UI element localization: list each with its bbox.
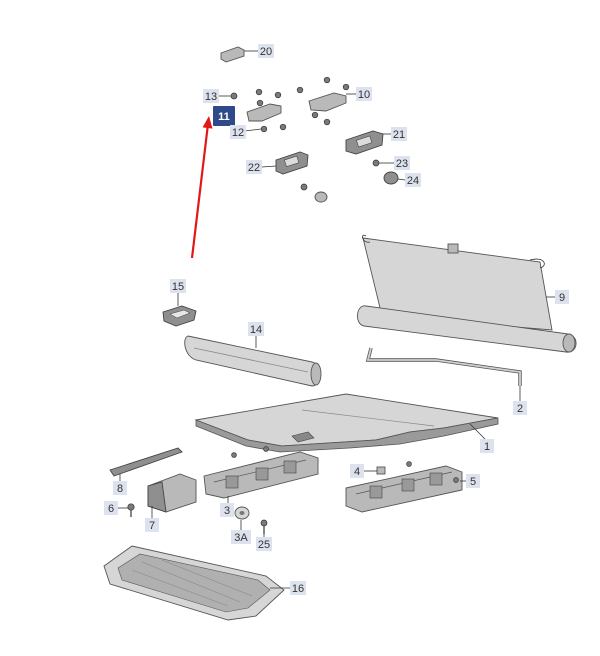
part-6-screw (118, 503, 135, 517)
label-7: 7 (145, 518, 159, 532)
part-22-latch (261, 151, 328, 203)
svg-text:11: 11 (218, 111, 230, 123)
part-3-storage-rail (203, 446, 319, 503)
part-15-handle (162, 293, 197, 327)
part-25-screw (260, 519, 268, 537)
label-5: 5 (466, 474, 480, 488)
part-9-luggage-cover (357, 234, 577, 353)
svg-text:24: 24 (407, 175, 419, 187)
svg-text:21: 21 (393, 129, 405, 141)
part-1-floor-panel (194, 393, 499, 453)
part-20-clip (220, 46, 258, 63)
part-11-bracket-left (246, 88, 287, 133)
label-22: 22 (246, 160, 262, 174)
label-11-highlighted[interactable]: 11 (213, 106, 235, 126)
label-3: 3 (220, 503, 234, 517)
part-3a-grommet (234, 506, 250, 530)
part-4-clip (364, 466, 386, 475)
label-1: 1 (480, 439, 494, 453)
svg-text:12: 12 (232, 127, 244, 139)
label-21: 21 (391, 127, 407, 141)
part-12-screw (244, 128, 262, 132)
svg-text:20: 20 (260, 46, 272, 58)
svg-text:5: 5 (470, 476, 476, 488)
svg-text:7: 7 (149, 520, 155, 532)
label-10: 10 (356, 87, 372, 101)
part-24-cap (383, 171, 406, 185)
svg-text:3A: 3A (234, 532, 248, 544)
part-23-screw (372, 159, 394, 167)
label-14: 14 (248, 322, 264, 336)
part-21-latch (345, 130, 391, 155)
svg-text:14: 14 (250, 324, 262, 336)
label-8: 8 (113, 481, 127, 495)
pointer-arrow (190, 116, 213, 259)
svg-text:13: 13 (205, 91, 217, 103)
label-6: 6 (104, 501, 118, 515)
part-13-screw (218, 92, 238, 100)
svg-text:6: 6 (108, 503, 114, 515)
label-15: 15 (170, 279, 186, 293)
svg-text:9: 9 (559, 292, 565, 304)
svg-text:8: 8 (117, 483, 123, 495)
svg-text:10: 10 (358, 89, 370, 101)
part-8-strip (109, 447, 183, 481)
label-13: 13 (203, 89, 219, 103)
svg-text:1: 1 (484, 441, 490, 453)
label-25: 25 (256, 537, 272, 551)
label-16: 16 (290, 581, 306, 595)
svg-text:3: 3 (224, 505, 230, 517)
label-20: 20 (258, 44, 274, 58)
label-3a: 3A (231, 530, 251, 544)
part-5-rail (345, 461, 466, 513)
part-14-rail (184, 335, 322, 387)
label-24: 24 (405, 173, 421, 187)
label-23: 23 (394, 156, 410, 170)
label-2: 2 (513, 401, 527, 415)
label-12: 12 (230, 125, 246, 139)
part-2-rod (365, 347, 522, 401)
svg-text:15: 15 (172, 281, 184, 293)
svg-text:4: 4 (354, 466, 360, 478)
part-10-bracket-right (296, 76, 356, 126)
svg-text:22: 22 (248, 162, 260, 174)
label-9: 9 (555, 290, 569, 304)
svg-text:25: 25 (258, 539, 270, 551)
part-16-tray (103, 545, 290, 621)
svg-text:16: 16 (292, 583, 304, 595)
part-7-bracket (147, 473, 197, 518)
svg-text:2: 2 (517, 403, 523, 415)
label-4: 4 (350, 464, 364, 478)
svg-text:23: 23 (396, 158, 408, 170)
